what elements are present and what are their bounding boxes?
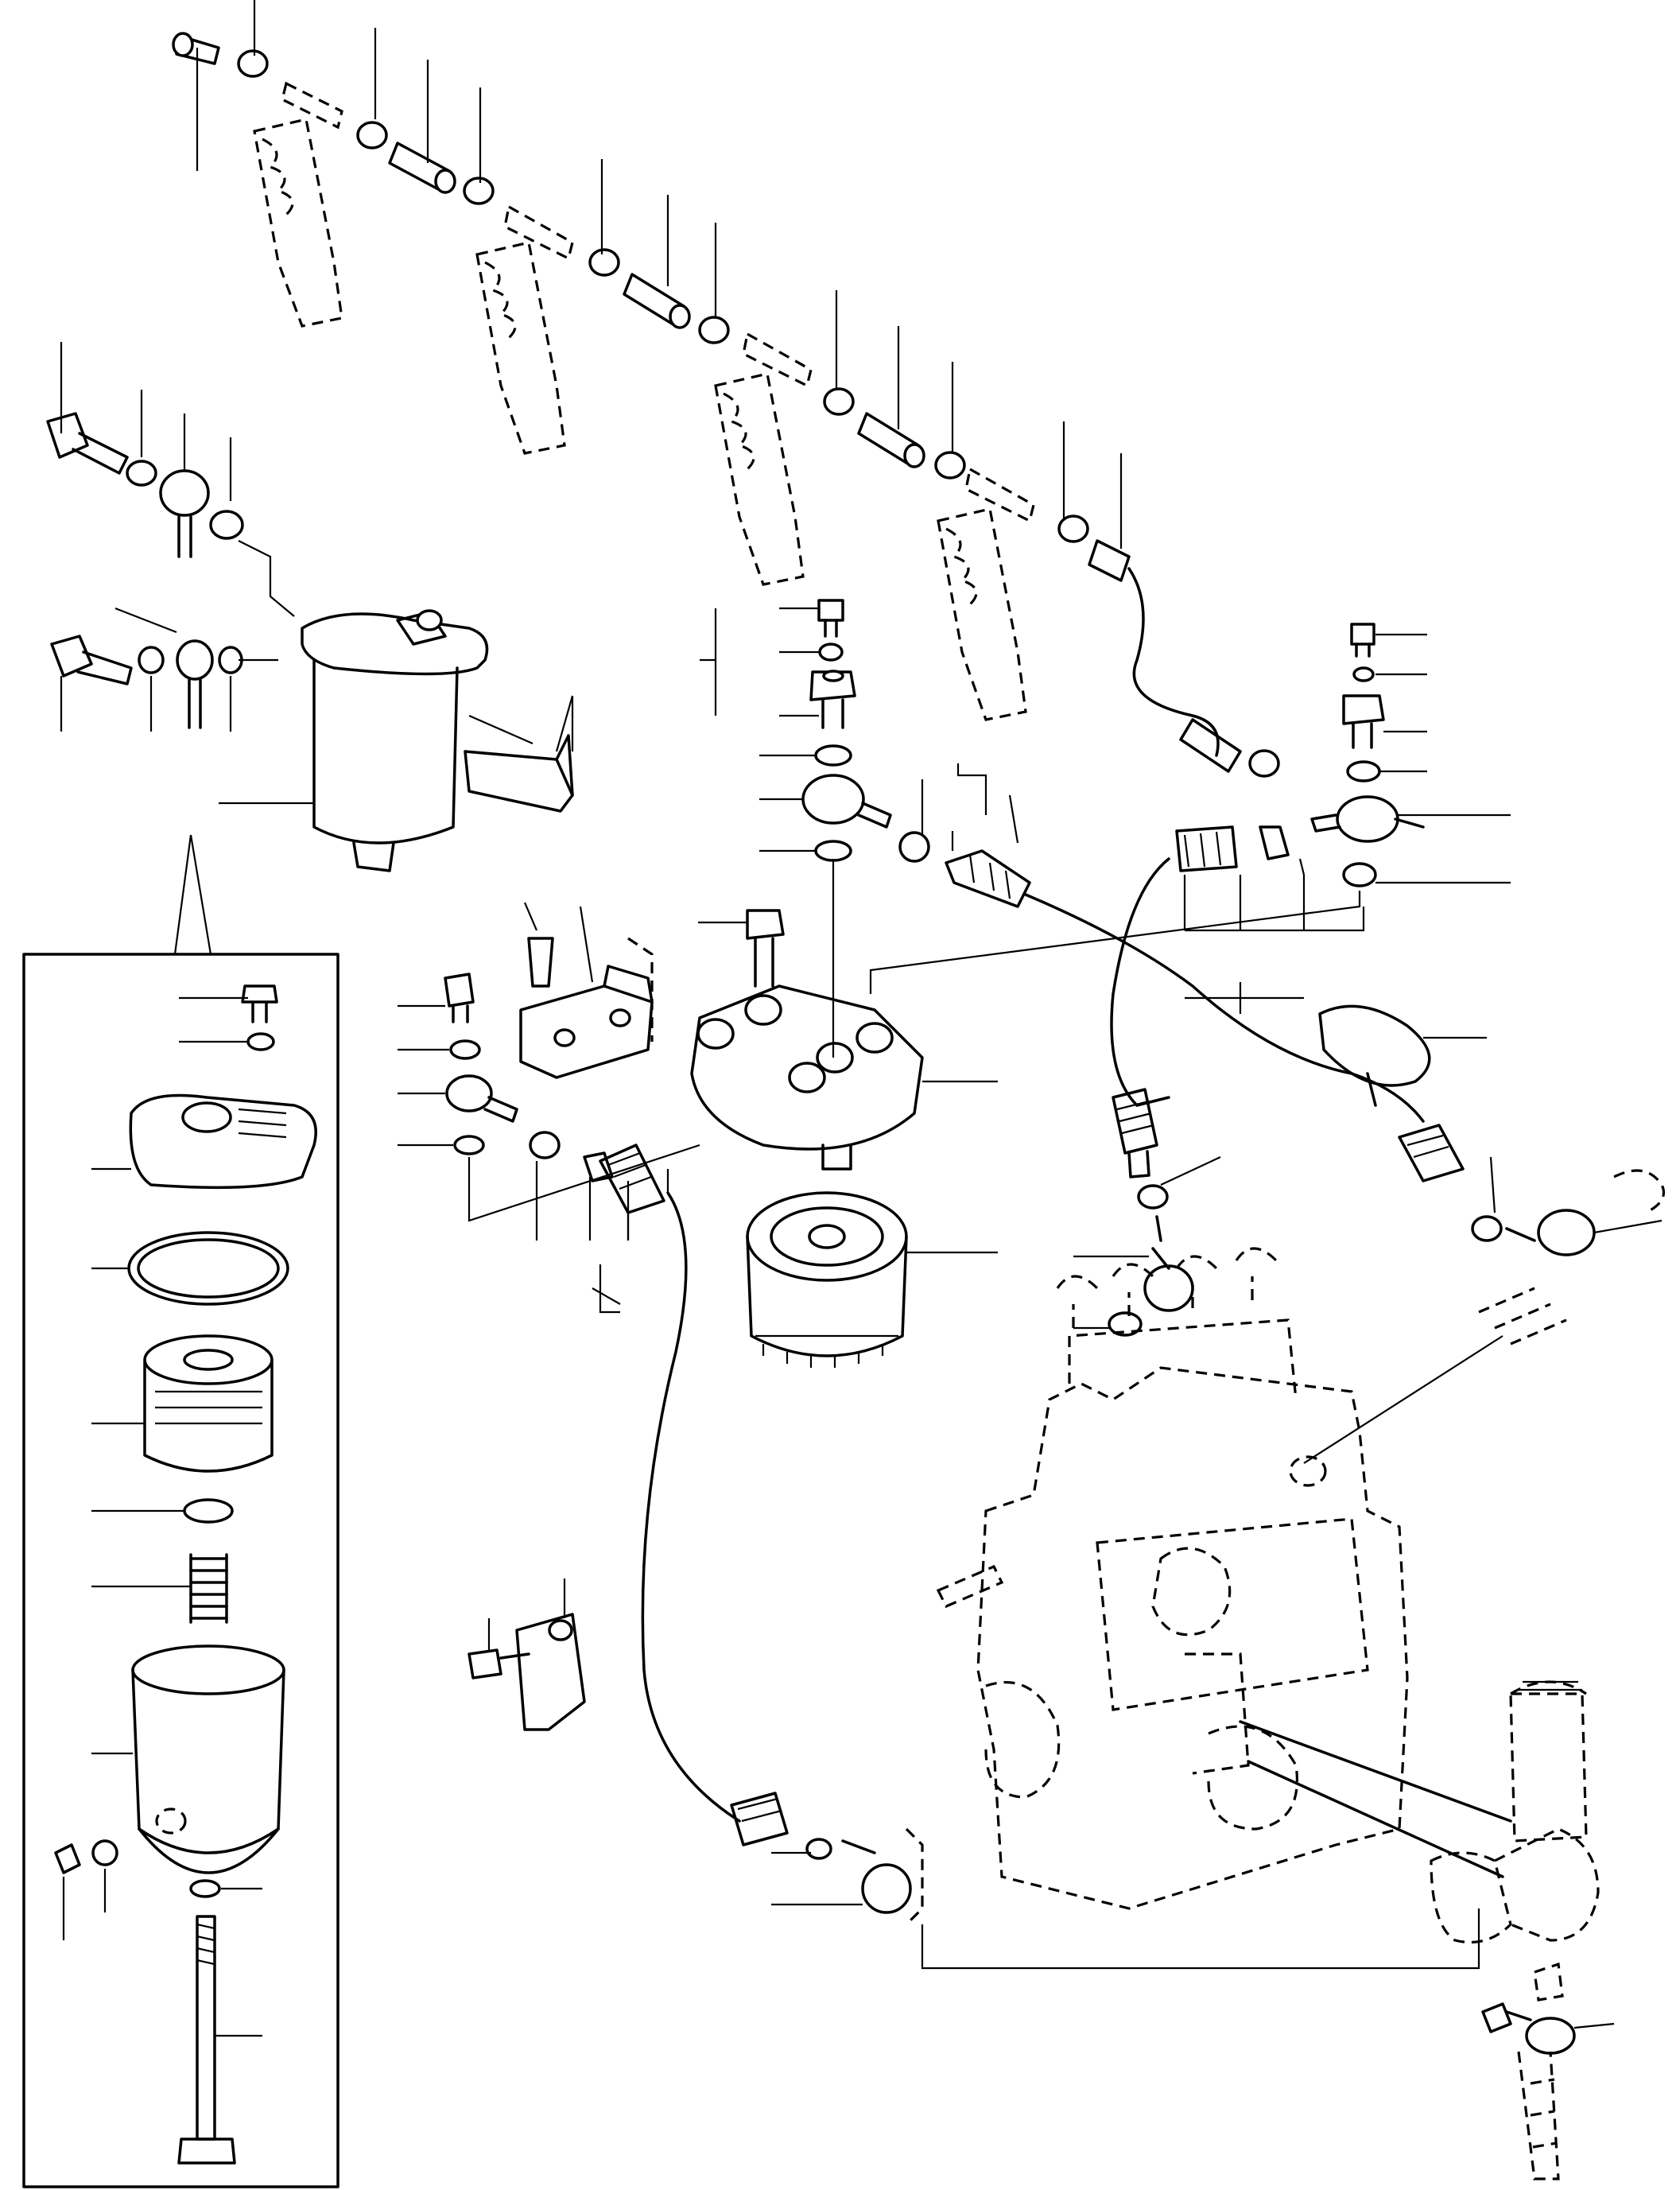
banjo-fittings-left <box>46 342 295 732</box>
reference-lines-top <box>196 0 1123 549</box>
injection-nozzle-icon <box>253 81 1035 721</box>
banjo-fittings-right <box>1175 623 1511 1014</box>
feed-pump-icon <box>690 909 998 1171</box>
spin-on-filter-icon <box>746 1191 998 1368</box>
eye-bolt-pair <box>398 973 700 1241</box>
injection-pump-icon <box>936 1247 1615 2180</box>
detail-callout <box>22 834 339 2188</box>
filter-detail-exploded <box>54 984 317 2165</box>
fuel-hoses <box>468 857 1666 1970</box>
filter-bracket <box>519 902 654 1079</box>
banjo-fittings-center <box>700 599 1425 1123</box>
fuel-filter-icon <box>219 609 574 872</box>
leak-off-hoses <box>172 32 1280 778</box>
